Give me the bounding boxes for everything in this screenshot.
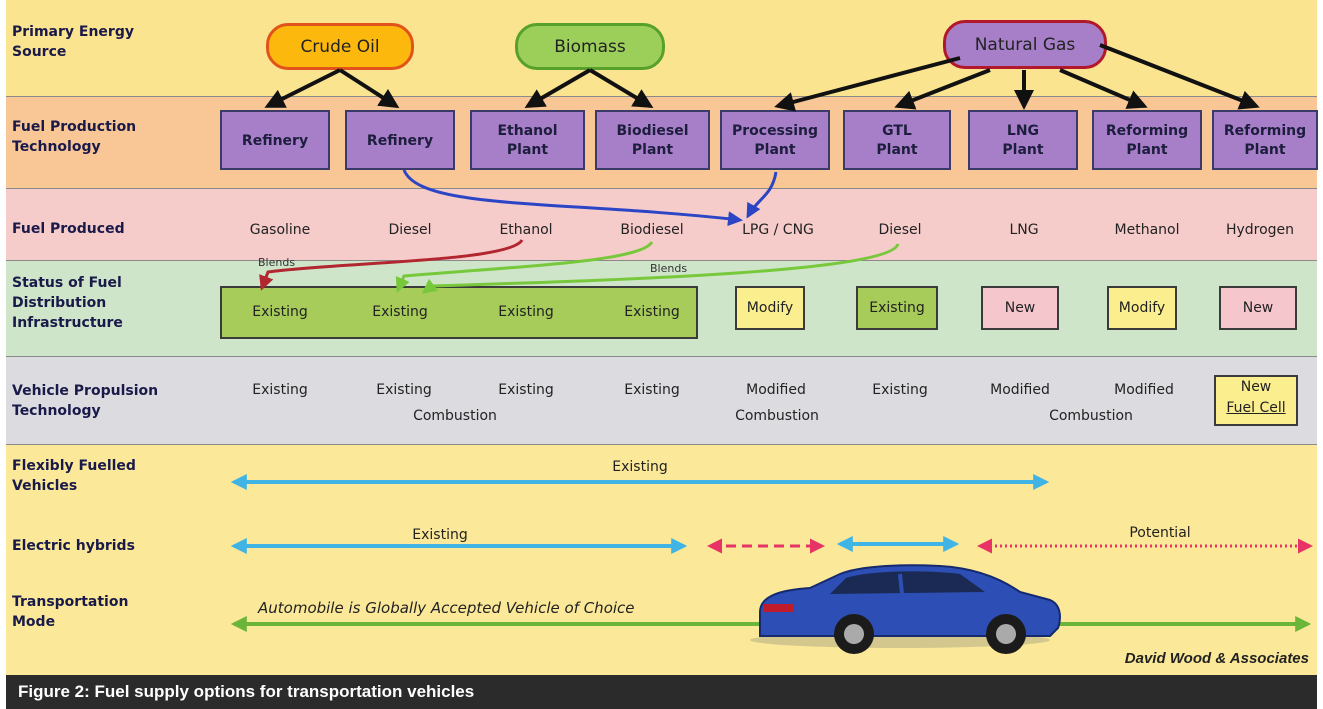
combustion-label-2: Combustion xyxy=(735,408,819,424)
source-crude-oil: Crude Oil xyxy=(266,23,414,70)
status-box-6: Existing xyxy=(856,286,938,330)
row-label-transport-mode: Transportation Mode xyxy=(12,594,129,630)
plant-box-2: Refinery xyxy=(345,110,455,170)
blends-label-1: Blends xyxy=(258,256,295,269)
existing-group-outline xyxy=(220,286,698,339)
fuel-label-1: Gasoline xyxy=(249,222,311,238)
plant-box-7: LNG Plant xyxy=(968,110,1078,170)
status-box-1: Existing xyxy=(252,304,308,320)
arrow-gas-to-reforming-1 xyxy=(1059,68,1148,109)
flex-existing-label: Existing xyxy=(612,459,668,475)
plant-box-8: Reforming Plant xyxy=(1092,110,1202,170)
propulsion-label-3: Existing xyxy=(498,382,554,398)
arrow-gas-to-reforming-2 xyxy=(1099,43,1260,110)
band-fuel-produced xyxy=(6,188,1317,260)
arrow-ethanol-blend xyxy=(259,238,524,291)
status-box-8: Modify xyxy=(1107,286,1177,330)
row-label-electric-hybrids: Electric hybrids xyxy=(12,538,135,554)
arrow-crude-to-refinery-1 xyxy=(264,68,341,108)
fuel-label-4: Biodiesel xyxy=(620,222,684,238)
source-natural-gas: Natural Gas xyxy=(943,20,1107,69)
source-biomass: Biomass xyxy=(515,23,665,70)
row-label-primary-energy: Primary Energy Source xyxy=(12,24,134,60)
fuel-label-2: Diesel xyxy=(388,222,432,238)
row-label-distribution-status: Status of Fuel Distribution Infrastructu… xyxy=(12,275,123,331)
status-box-9: New xyxy=(1219,286,1297,330)
status-box-7: New xyxy=(981,286,1059,330)
figure-caption: Figure 2: Fuel supply options for transp… xyxy=(6,675,1317,709)
row-label-propulsion: Vehicle Propulsion Technology xyxy=(12,383,159,419)
arrow-crude-to-refinery-2 xyxy=(338,68,400,109)
blends-label-2: Blends xyxy=(650,262,687,275)
fuel-label-6: Diesel xyxy=(878,222,922,238)
propulsion-label-5: Modified xyxy=(746,382,806,398)
fuel-label-3: Ethanol xyxy=(499,222,553,238)
fuel-label-8: Methanol xyxy=(1114,222,1180,238)
propulsion-label-hydrogen: New xyxy=(1240,379,1272,395)
propulsion-label-6: Existing xyxy=(872,382,928,398)
propulsion-label-8: Modified xyxy=(1114,382,1174,398)
combustion-label-3: Combustion xyxy=(1049,408,1133,424)
status-box-4: Existing xyxy=(624,304,680,320)
arrow-gas-to-gtl xyxy=(894,68,991,110)
plant-box-1: Refinery xyxy=(220,110,330,170)
propulsion-label-2: Existing xyxy=(376,382,432,398)
fuel-label-5: LPG / CNG xyxy=(742,222,814,238)
arrow-biomass-to-biodiesel xyxy=(588,68,654,109)
propulsion-label-7: Modified xyxy=(990,382,1050,398)
new-fuel-cell-box xyxy=(1214,375,1298,426)
transport-mode-text: Automobile is Globally Accepted Vehicle … xyxy=(258,599,635,617)
plant-box-4: Biodiesel Plant xyxy=(595,110,710,170)
plant-box-6: GTL Plant xyxy=(843,110,951,170)
row-label-flex-fuel: Flexibly Fuelled Vehicles xyxy=(12,458,136,494)
arrow-refinery-to-lpg xyxy=(402,169,743,227)
fuel-label-9: Hydrogen xyxy=(1225,222,1295,238)
status-box-5: Modify xyxy=(735,286,805,330)
car-icon xyxy=(750,564,1061,654)
plant-box-5: Processing Plant xyxy=(720,110,830,170)
plant-box-9: Reforming Plant xyxy=(1212,110,1318,170)
propulsion-label-4: Existing xyxy=(624,382,680,398)
arrow-gtl-diesel-blend xyxy=(421,243,900,294)
combustion-label-1: Combustion xyxy=(413,408,497,424)
propulsion-fuel-cell-label: Fuel Cell xyxy=(1226,400,1286,416)
status-box-3: Existing xyxy=(498,304,554,320)
status-box-2: Existing xyxy=(372,304,428,320)
band-propulsion xyxy=(6,356,1317,444)
plant-box-3: Ethanol Plant xyxy=(470,110,585,170)
fuel-label-7: LNG xyxy=(1009,222,1039,238)
propulsion-label-1: Existing xyxy=(252,382,308,398)
hybrid-potential-label: Potential xyxy=(1129,525,1191,541)
row-label-fuel-production: Fuel Production Technology xyxy=(12,119,137,155)
credit-text: David Wood & Associates xyxy=(1124,650,1309,667)
arrow-biomass-to-ethanol xyxy=(524,68,592,109)
arrow-biodiesel-blend xyxy=(395,241,654,293)
row-label-fuel-produced: Fuel Produced xyxy=(12,221,125,237)
arrow-processing-to-lpg xyxy=(746,171,778,219)
arrow-gas-to-processing xyxy=(774,56,961,112)
